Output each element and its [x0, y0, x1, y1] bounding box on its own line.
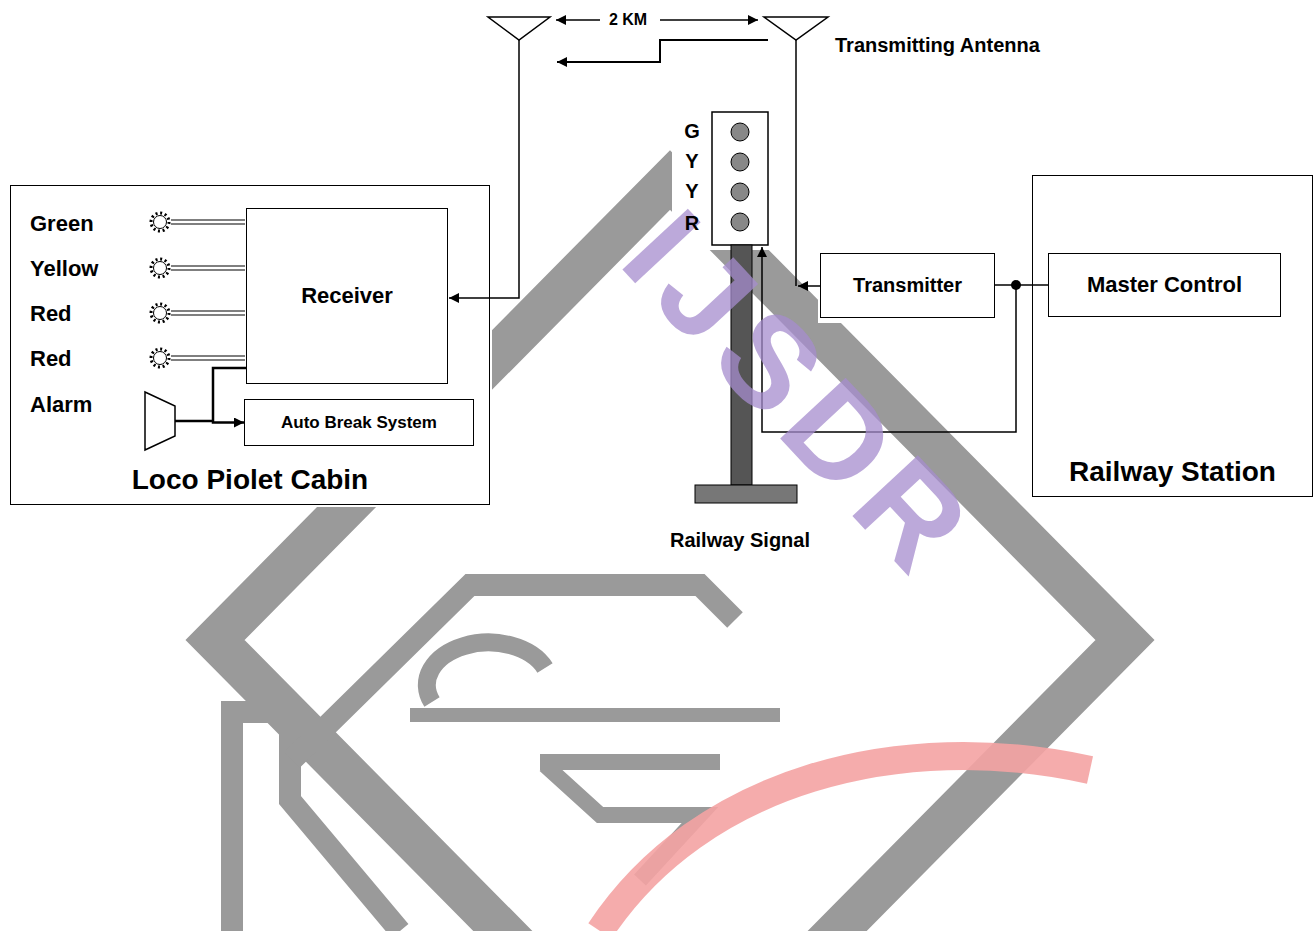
distance-label: 2 KM — [609, 11, 647, 29]
signal-light — [731, 183, 749, 201]
light-letter: G — [684, 120, 700, 143]
lamp-label: Red — [30, 346, 72, 371]
lamp-wires — [171, 220, 245, 360]
lamp-symbol — [151, 213, 169, 231]
logo-shape — [292, 585, 735, 760]
box-text: Railway Station — [1063, 456, 1282, 488]
light-letter: Y — [685, 150, 698, 173]
receiving-antenna — [488, 17, 550, 40]
signal-base — [695, 485, 797, 503]
box-text: Loco Piolet Cabin — [126, 464, 374, 496]
lamp-symbol — [151, 349, 169, 367]
radio-wave-arrow — [557, 40, 768, 62]
box-text: Receiver — [295, 283, 399, 309]
antenna-mast — [795, 40, 797, 286]
logo-shape — [427, 642, 545, 702]
lamp-symbol — [151, 304, 169, 322]
signal-light — [731, 153, 749, 171]
connector — [995, 284, 1048, 286]
control-box: Master Control — [1048, 253, 1281, 317]
lamp-symbol — [151, 259, 169, 277]
lamp-label: Yellow — [30, 256, 98, 281]
lamp-label: Red — [30, 301, 72, 326]
distance-arrow — [556, 19, 600, 21]
logo-bar — [410, 708, 780, 722]
alarm-horn — [145, 392, 175, 450]
logo-watermark — [215, 180, 1125, 931]
signal-light — [731, 123, 749, 141]
box-text: Transmitter — [847, 274, 968, 297]
antenna-wire — [449, 40, 519, 298]
station-box: Railway Station Master Control — [1032, 175, 1313, 497]
alarm-wire — [175, 420, 212, 423]
box-text: Master Control — [1081, 272, 1248, 298]
distance-arrow — [660, 19, 758, 21]
light-letter: R — [685, 212, 699, 235]
transmitter-box: Transmitter — [820, 253, 995, 318]
signal-label: Railway Signal — [670, 529, 810, 552]
light-letter: Y — [685, 180, 698, 203]
alarm-label: Alarm — [30, 392, 92, 417]
lamp-label: Green — [30, 211, 94, 236]
logo-band — [215, 180, 1125, 931]
box-text: Auto Break System — [275, 413, 443, 433]
cabin-indicators — [145, 213, 245, 450]
brake-box: Auto Break System — [244, 399, 474, 446]
transmitting-antenna — [764, 17, 828, 40]
logo-arc — [600, 756, 1090, 931]
antenna-label: Transmitting Antenna — [835, 34, 1040, 57]
receiver-box: Receiver — [246, 208, 448, 384]
connector — [213, 368, 246, 423]
